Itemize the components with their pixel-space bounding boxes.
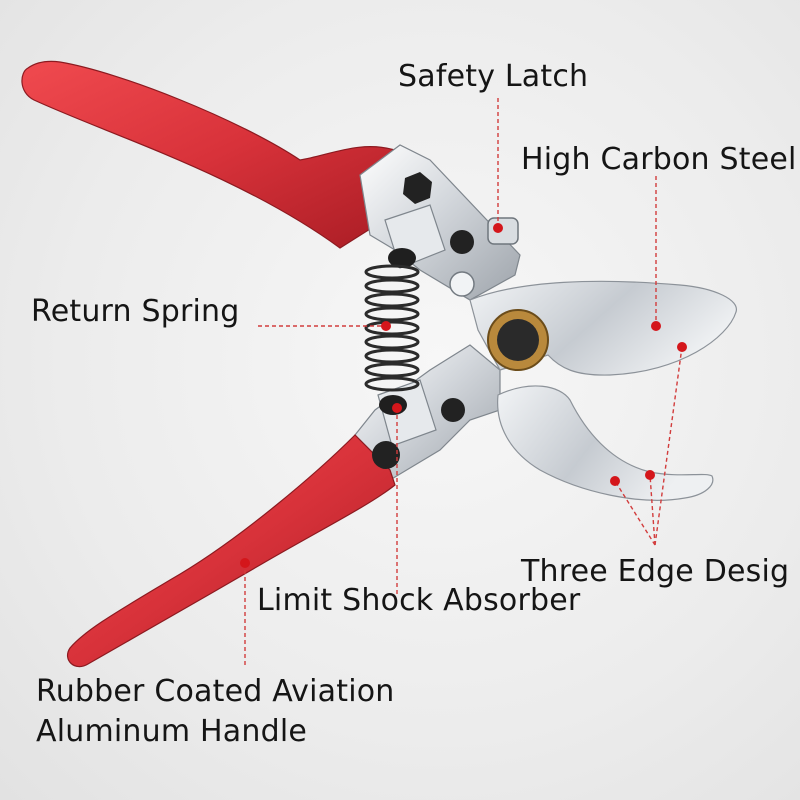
callout-dots — [240, 223, 687, 568]
safety-latch — [487, 217, 519, 245]
label-handle-line-1: Rubber Coated Aviation — [36, 674, 395, 709]
label-three-edge-design: Three Edge Desig — [521, 554, 790, 589]
upper-handle — [21, 60, 409, 249]
label-limit-shock-absorber: Limit Shock Absorber — [257, 583, 581, 618]
pivot-bolt — [497, 319, 539, 361]
latch-roller — [449, 271, 475, 297]
screw-2 — [450, 230, 474, 254]
label-safety-latch: Safety Latch — [398, 59, 589, 94]
lower-blade — [497, 385, 714, 501]
label-handle-line-2: Aluminum Handle — [36, 714, 308, 749]
lower-handle — [67, 434, 396, 668]
screw-3 — [441, 398, 465, 422]
upper-absorber-pad — [388, 248, 416, 268]
upper-jaw-body — [359, 144, 521, 301]
label-high-carbon-steel: High Carbon Steel — [521, 142, 797, 177]
return-spring — [364, 264, 420, 392]
screw-4 — [372, 441, 400, 469]
label-return-spring: Return Spring — [31, 294, 240, 329]
callout-lines — [244, 98, 683, 666]
screw-1 — [403, 172, 432, 204]
